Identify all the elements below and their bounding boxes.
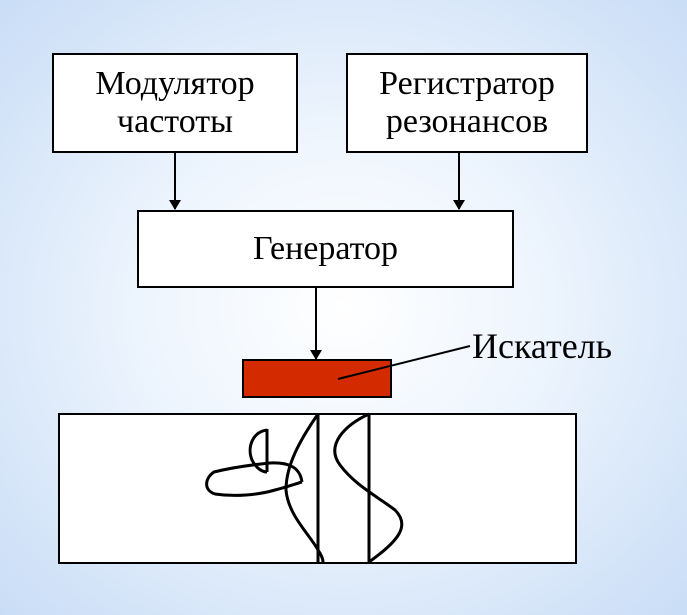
modulator-line1: Модулятор (95, 65, 255, 102)
defect-half-disc (248, 428, 269, 474)
probe-label: Искатель (472, 326, 613, 366)
wave-left (284, 413, 325, 563)
wave-right (333, 412, 404, 564)
generator-label: Генератор (252, 230, 399, 267)
generator-block: Генератор (137, 210, 514, 288)
registrar-line1: Регистратор (379, 65, 555, 102)
probe-leader-line (337, 345, 471, 380)
modulator-block: Модулятор частоты (52, 53, 298, 153)
defect-and-waves (205, 412, 404, 564)
probe (242, 359, 392, 398)
modulator-line2: частоты (117, 103, 233, 140)
registrar-block: Регистратор резонансов (346, 53, 588, 153)
defect-loop (205, 461, 304, 497)
registrar-line2: резонансов (385, 103, 549, 140)
